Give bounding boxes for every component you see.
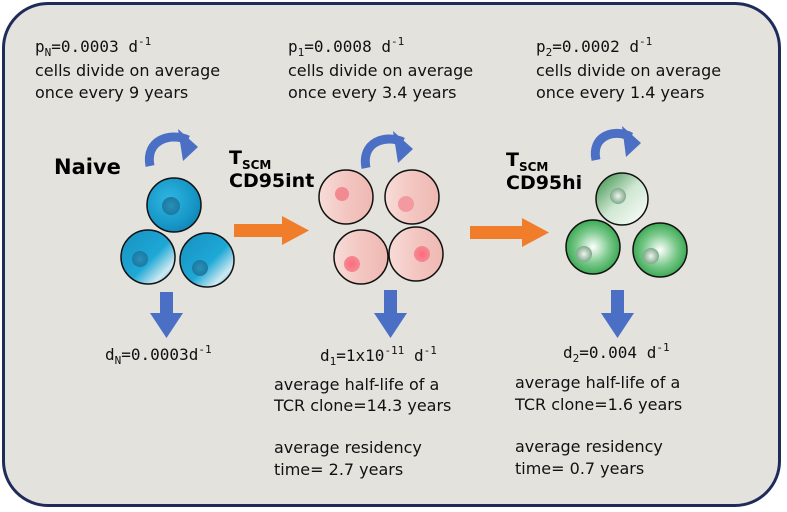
hi-divide-line1: cells divide on average	[536, 61, 721, 80]
naive-self-renewal-arrow-icon	[144, 129, 198, 167]
hi-residency-line1: average residency	[515, 437, 663, 456]
hi-death-arrow-icon	[601, 290, 634, 338]
int-death-rate: d1=1x10-11 d-1	[320, 344, 437, 368]
naive-cell	[179, 232, 235, 288]
hi-halflife-line2: TCR clone=1.6 years	[514, 395, 682, 414]
naive-proliferation-rate: pN=0.0003 d-1	[35, 35, 151, 59]
hi-self-renewal-arrow-icon	[590, 126, 641, 161]
int-cell	[318, 169, 374, 225]
int-halflife-line2: TCR clone=14.3 years	[273, 396, 451, 415]
naive-death-arrow-icon	[150, 292, 183, 338]
naive-cell	[146, 177, 202, 233]
transition-arrow-naive-to-int-icon	[234, 216, 309, 245]
int-residency-line2: time= 2.7 years	[274, 460, 403, 479]
hi-death-rate: d2=0.004 d-1	[563, 341, 670, 365]
naive-death-rate: dN=0.0003d-1	[105, 343, 212, 367]
hi-residency-line2: time= 0.7 years	[515, 459, 644, 478]
int-divide-line2: once every 3.4 years	[288, 83, 457, 102]
hi-cell	[595, 172, 649, 226]
hi-label-line1: TSCM	[506, 149, 548, 174]
int-proliferation-rate: p1=0.0008 d-1	[288, 35, 404, 59]
hi-cell	[632, 222, 688, 278]
hi-proliferation-rate: p2=0.0002 d-1	[536, 35, 652, 59]
int-halflife-line1: average half-life of a	[274, 375, 439, 394]
int-death-arrow-icon	[374, 290, 407, 338]
int-cell	[388, 226, 444, 282]
hi-divide-line2: once every 1.4 years	[536, 83, 705, 102]
hi-halflife-line1: average half-life of a	[515, 373, 680, 392]
int-divide-line1: cells divide on average	[288, 61, 473, 80]
int-residency-line1: average residency	[274, 438, 422, 457]
naive-divide-line1: cells divide on average	[35, 61, 220, 80]
naive-label: Naive	[54, 155, 121, 179]
transition-arrow-int-to-hi-icon	[470, 218, 549, 247]
int-cell	[333, 229, 389, 285]
int-cell	[384, 169, 440, 225]
int-label-line1: TSCM	[229, 147, 271, 172]
naive-divide-line2: once every 9 years	[35, 83, 188, 102]
naive-cell	[120, 229, 176, 285]
hi-cell	[565, 219, 621, 275]
hi-label-line2: CD95hi	[506, 172, 582, 194]
int-label-line2: CD95int	[229, 170, 314, 192]
int-self-renewal-arrow-icon	[360, 131, 413, 169]
